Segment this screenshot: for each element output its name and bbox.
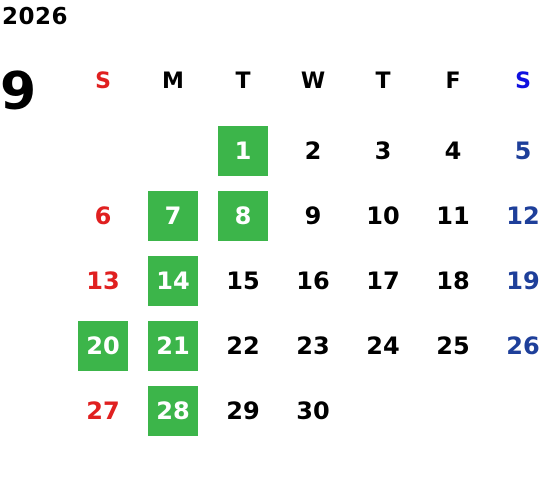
day-number: 17 <box>366 266 400 295</box>
highlighted-day-number: 7 <box>148 190 198 241</box>
day-cell[interactable]: 10 <box>348 183 418 248</box>
highlighted-day-number: 20 <box>78 320 128 371</box>
day-cell[interactable]: 28 <box>138 378 208 443</box>
day-cell[interactable]: 17 <box>348 248 418 313</box>
day-cell[interactable]: 3 <box>348 118 418 183</box>
day-number: 24 <box>366 331 400 360</box>
day-cell[interactable]: 26 <box>488 313 548 378</box>
day-number: 19 <box>506 266 540 295</box>
day-cell[interactable]: 23 <box>278 313 348 378</box>
day-number: 16 <box>296 266 330 295</box>
weekday-label-sunday: S <box>95 69 111 94</box>
weekday-label-thursday: T <box>375 69 391 94</box>
weekday-label-monday: M <box>162 69 184 94</box>
highlighted-day-number: 8 <box>218 190 268 241</box>
day-cell[interactable]: 6 <box>68 183 138 248</box>
day-cell[interactable]: 9 <box>278 183 348 248</box>
day-cell[interactable]: 24 <box>348 313 418 378</box>
day-cell[interactable]: 11 <box>418 183 488 248</box>
highlighted-day-number: 14 <box>148 255 198 306</box>
day-number: 30 <box>296 396 330 425</box>
day-cell[interactable]: 30 <box>278 378 348 443</box>
highlighted-day-number: 28 <box>148 385 198 436</box>
day-number: 29 <box>226 396 260 425</box>
day-number: 6 <box>94 201 112 230</box>
day-number: 12 <box>506 201 540 230</box>
day-cell[interactable]: 19 <box>488 248 548 313</box>
day-number: 18 <box>436 266 470 295</box>
day-number: 3 <box>374 136 392 165</box>
day-cell[interactable]: 25 <box>418 313 488 378</box>
day-cell[interactable]: 12 <box>488 183 548 248</box>
day-number: 4 <box>444 136 462 165</box>
weekday-label-saturday: S <box>515 69 531 94</box>
day-cell[interactable]: 18 <box>418 248 488 313</box>
day-cell[interactable]: 5 <box>488 118 548 183</box>
day-cell[interactable]: 22 <box>208 313 278 378</box>
day-cell[interactable]: 29 <box>208 378 278 443</box>
day-cell[interactable]: 1 <box>208 118 278 183</box>
day-number: 23 <box>296 331 330 360</box>
weekday-label-wednesday: W <box>300 69 326 94</box>
day-cell[interactable]: 2 <box>278 118 348 183</box>
day-number: 13 <box>86 266 120 295</box>
day-cell[interactable]: 8 <box>208 183 278 248</box>
day-number: 5 <box>514 136 532 165</box>
day-cell[interactable]: 16 <box>278 248 348 313</box>
day-number: 10 <box>366 201 400 230</box>
day-number: 26 <box>506 331 540 360</box>
day-number: 9 <box>304 201 322 230</box>
day-cell[interactable]: 20 <box>68 313 138 378</box>
day-cell[interactable]: 27 <box>68 378 138 443</box>
weekday-label-tuesday: T <box>235 69 251 94</box>
day-number: 11 <box>436 201 470 230</box>
day-number: 25 <box>436 331 470 360</box>
calendar-month: 9 <box>0 62 37 122</box>
day-cell[interactable]: 14 <box>138 248 208 313</box>
highlighted-day-number: 21 <box>148 320 198 371</box>
day-number: 22 <box>226 331 260 360</box>
day-cell[interactable]: 21 <box>138 313 208 378</box>
weekday-label-friday: F <box>445 69 461 94</box>
day-number: 27 <box>86 396 120 425</box>
day-cell[interactable]: 4 <box>418 118 488 183</box>
calendar-year: 2026 <box>2 4 69 30</box>
highlighted-day-number: 1 <box>218 125 268 176</box>
day-cell[interactable]: 7 <box>138 183 208 248</box>
day-cell[interactable]: 13 <box>68 248 138 313</box>
day-cell[interactable]: 15 <box>208 248 278 313</box>
day-number: 2 <box>304 136 322 165</box>
day-number: 15 <box>226 266 260 295</box>
